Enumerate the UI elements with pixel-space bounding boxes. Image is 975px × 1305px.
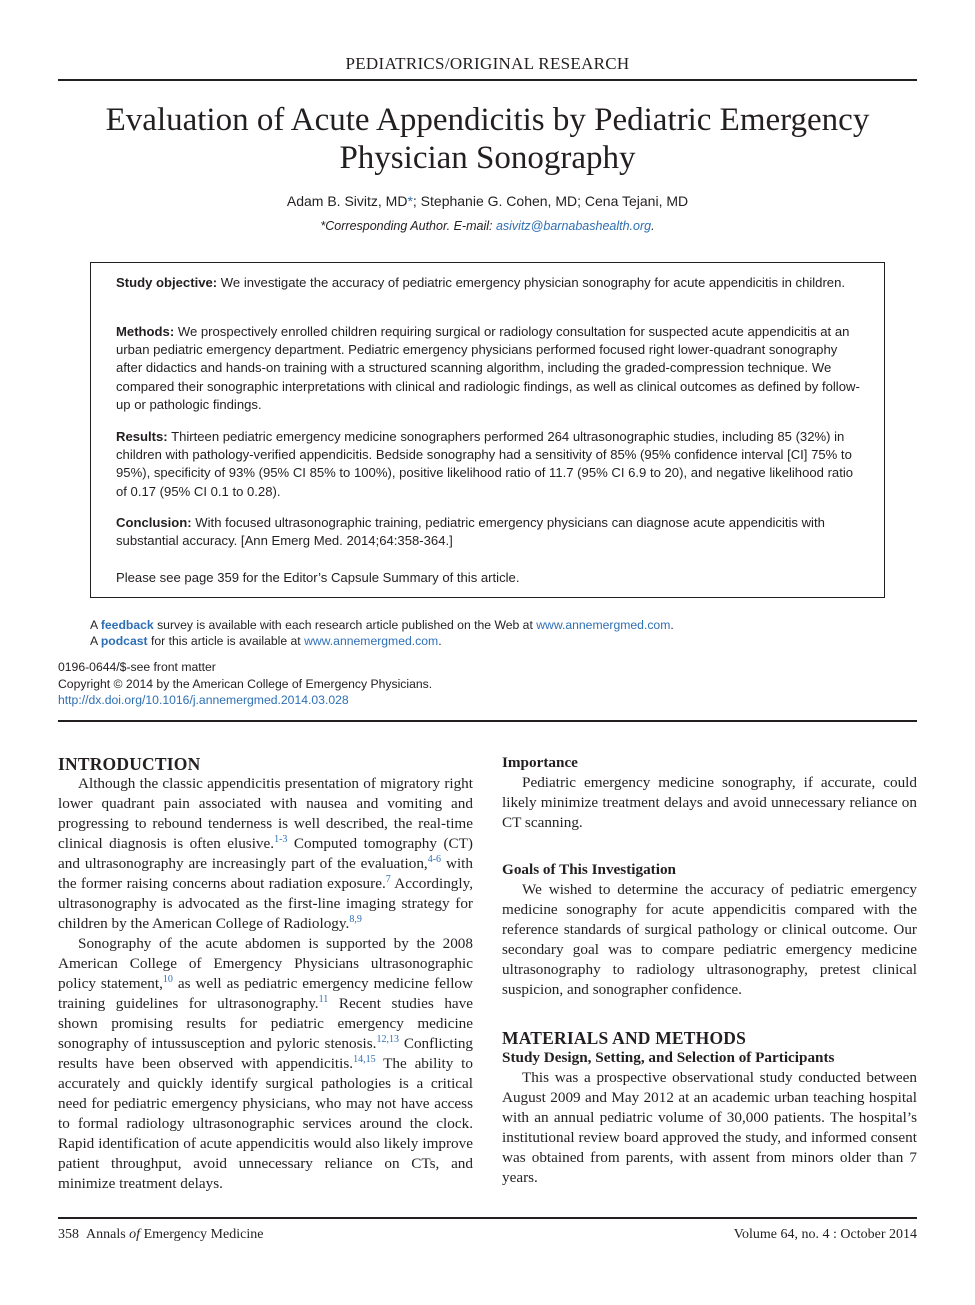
objective-text: We investigate the accuracy of pediatric… bbox=[217, 275, 846, 290]
citation-ref[interactable]: 11 bbox=[318, 993, 329, 1005]
feedback-note: A feedback survey is available with each… bbox=[90, 618, 674, 632]
introduction-heading: INTRODUCTION bbox=[58, 754, 201, 774]
journal-name-of: of bbox=[129, 1227, 141, 1242]
citation-ref[interactable]: 4-6 bbox=[427, 853, 442, 865]
abstract-objective: Study objective: We investigate the accu… bbox=[116, 274, 861, 292]
corresponding-label: *Corresponding Author. E-mail: bbox=[320, 219, 496, 233]
importance-paragraph: Pediatric emergency medicine sonography,… bbox=[502, 774, 917, 831]
study-design-paragraph: This was a prospective observational stu… bbox=[502, 1069, 917, 1186]
author-name: Adam B. Sivitz, MD bbox=[286, 193, 408, 209]
feedback-link[interactable]: feedback bbox=[100, 618, 154, 632]
abstract-methods: Methods: We prospectively enrolled child… bbox=[116, 323, 861, 414]
citation-ref[interactable]: 10 bbox=[162, 973, 173, 985]
abstract-box bbox=[90, 262, 885, 598]
footer-issue: Volume 64, no. 4 : October 2014 bbox=[733, 1227, 917, 1242]
footer-rule bbox=[58, 1217, 917, 1219]
corresponding-author-mark[interactable]: * bbox=[407, 193, 413, 209]
header-rule bbox=[58, 79, 917, 81]
citation-ref[interactable]: 8,9 bbox=[349, 913, 362, 925]
methods-heading: MATERIALS AND METHODS bbox=[502, 1028, 747, 1048]
left-column: INTRODUCTION Although the classic append… bbox=[58, 754, 473, 1194]
footer-journal: 358 Annals of Emergency Medicine bbox=[58, 1227, 263, 1243]
author-names-rest: ; Stephanie G. Cohen, MD; Cena Tejani, M… bbox=[412, 193, 689, 209]
podcast-url-link[interactable]: www.annemergmed.com bbox=[304, 634, 439, 648]
feedback-a: A bbox=[90, 618, 101, 632]
right-column: Importance Pediatric emergency medicine … bbox=[502, 753, 917, 1188]
citation-ref[interactable]: 14,15 bbox=[353, 1053, 376, 1065]
journal-name-post: Emergency Medicine bbox=[140, 1227, 264, 1242]
introduction-paragraph-1: Although the classic appendicitis presen… bbox=[58, 775, 474, 932]
issn-line: 0196-0644/$-see front matter bbox=[58, 660, 216, 674]
page-number: 358 bbox=[58, 1227, 79, 1242]
goals-heading: Goals of This Investigation bbox=[502, 861, 676, 878]
author-email-link[interactable]: asivitz@barnabashealth.org bbox=[495, 219, 652, 233]
importance-heading: Importance bbox=[502, 754, 578, 771]
citation-ref[interactable]: 1-3 bbox=[274, 833, 288, 845]
methods-text: We prospectively enrolled children requi… bbox=[116, 324, 860, 412]
section-rule bbox=[58, 720, 917, 722]
feedback-end: . bbox=[670, 618, 674, 632]
results-text: Thirteen pediatric emergency medicine so… bbox=[116, 429, 854, 499]
introduction-paragraph-2: Sonography of the acute abdomen is suppo… bbox=[58, 935, 474, 1192]
conclusion-label: Conclusion: bbox=[116, 515, 192, 530]
abstract-conclusion: Conclusion: With focused ultrasonographi… bbox=[116, 514, 861, 550]
article-title: Evaluation of Acute Appendicitis by Pedi… bbox=[105, 102, 870, 176]
feedback-mid: survey is available with each research a… bbox=[153, 618, 537, 632]
abstract-results: Results: Thirteen pediatric emergency me… bbox=[116, 428, 861, 501]
corresponding-end: . bbox=[651, 219, 655, 233]
results-label: Results: bbox=[116, 429, 168, 444]
corresponding-author-line: *Corresponding Author. E-mail: asivitz@b… bbox=[0, 219, 975, 233]
goals-paragraph: We wished to determine the accuracy of p… bbox=[502, 881, 917, 998]
podcast-mid: for this article is available at bbox=[147, 634, 305, 648]
citation-ref[interactable]: 7 bbox=[385, 873, 391, 885]
citation-ref[interactable]: 12,13 bbox=[376, 1033, 399, 1045]
doi-link[interactable]: http://dx.doi.org/10.1016/j.annemergmed.… bbox=[58, 693, 349, 707]
podcast-link[interactable]: podcast bbox=[100, 634, 148, 648]
running-head: PEDIATRICS/ORIGINAL RESEARCH bbox=[345, 54, 630, 73]
conclusion-text: With focused ultrasonographic training, … bbox=[116, 515, 825, 549]
study-design-subheading: Study Design, Setting, and Selection of … bbox=[502, 1049, 835, 1066]
methods-label: Methods: bbox=[116, 324, 175, 339]
podcast-a: A bbox=[90, 634, 101, 648]
journal-name-pre: Annals bbox=[86, 1227, 130, 1242]
author-list: Adam B. Sivitz, MD*; Stephanie G. Cohen,… bbox=[0, 193, 975, 209]
objective-label: Study objective: bbox=[116, 275, 218, 290]
capsule-summary-note: Please see page 359 for the Editor’s Cap… bbox=[116, 570, 520, 585]
podcast-note: A podcast for this article is available … bbox=[90, 634, 442, 648]
podcast-end: . bbox=[438, 634, 442, 648]
copyright-line: Copyright © 2014 by the American College… bbox=[58, 677, 433, 691]
feedback-url-link[interactable]: www.annemergmed.com bbox=[536, 618, 671, 632]
